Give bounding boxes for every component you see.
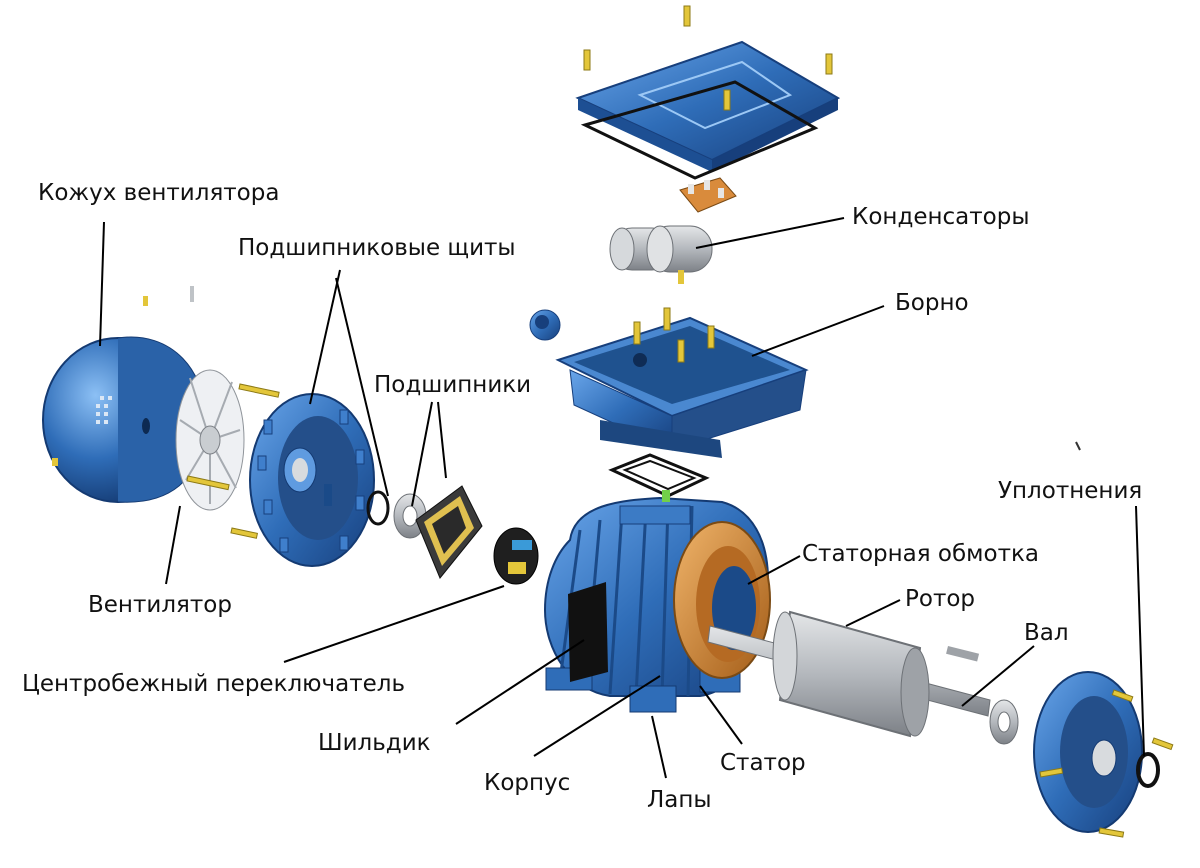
cover-pin [190, 286, 194, 302]
leader-shaft [961, 645, 1035, 707]
label-fan: Вентилятор [88, 592, 232, 618]
leader-fan [165, 505, 181, 585]
label-stator-winding: Статорная обмотка [802, 541, 1039, 567]
label-seals: Уплотнения [998, 478, 1143, 504]
leader-terminal-box [751, 305, 885, 357]
label-rotor: Ротор [905, 586, 976, 612]
leader-lines [99, 217, 1145, 779]
nameplate [568, 582, 608, 682]
label-stator: Статор [720, 750, 806, 776]
leader-bearing-shield-2 [335, 277, 389, 497]
leader-bearing-shield-1 [309, 269, 341, 405]
shaft-key [946, 646, 980, 662]
front-bearing-shield [1033, 671, 1174, 838]
label-terminal-box: Борно [895, 290, 969, 316]
leader-centrifugal-switch [283, 585, 505, 663]
leader-rotor [845, 599, 901, 627]
label-feet: Лапы [647, 787, 712, 813]
stray-mark [1075, 441, 1081, 451]
rear-seal [366, 490, 390, 526]
capacitors [609, 225, 713, 284]
leader-housing [533, 675, 661, 757]
label-bearings: Подшипники [374, 372, 532, 398]
label-capacitors: Конденсаторы [852, 204, 1030, 230]
leader-bearings-1 [411, 401, 433, 507]
leader-bearings-2 [437, 401, 447, 479]
fan [175, 369, 245, 511]
cover-screw [143, 296, 148, 306]
terminal-box-lid [575, 40, 841, 172]
lid-screws [583, 5, 833, 111]
label-fan-cover: Кожух вентилятора [38, 180, 280, 206]
label-centrifugal-switch: Центробежный переключатель [22, 671, 406, 697]
housing-top-screw [662, 490, 670, 502]
label-bearing-shields: Подшипниковые щиты [238, 235, 516, 261]
cable-gland [529, 309, 561, 341]
leader-stator-winding [747, 555, 801, 585]
base-gasket [608, 453, 710, 498]
leader-stator [699, 685, 743, 745]
terminal-box-screws [633, 307, 715, 363]
lid-gasket [580, 80, 819, 180]
label-nameplate: Шильдик [318, 730, 431, 756]
centrifugal-switch [493, 527, 539, 585]
leader-seals [1135, 505, 1145, 757]
front-seal [1136, 752, 1160, 788]
leader-fan-cover [99, 221, 105, 347]
label-housing: Корпус [484, 770, 571, 796]
terminal-block [679, 177, 737, 213]
front-bearing [989, 699, 1019, 745]
through-bolts-rear [186, 383, 280, 539]
fan-cover [42, 336, 206, 503]
rear-bearing-shield [249, 393, 375, 567]
leader-feet [651, 715, 667, 779]
terminal-box [555, 316, 809, 458]
label-shaft: Вал [1024, 620, 1069, 646]
leader-nameplate [455, 639, 585, 725]
leader-capacitors [695, 217, 845, 249]
rotor [772, 610, 930, 738]
rear-bearing [393, 493, 427, 539]
switch-plate [415, 485, 483, 579]
